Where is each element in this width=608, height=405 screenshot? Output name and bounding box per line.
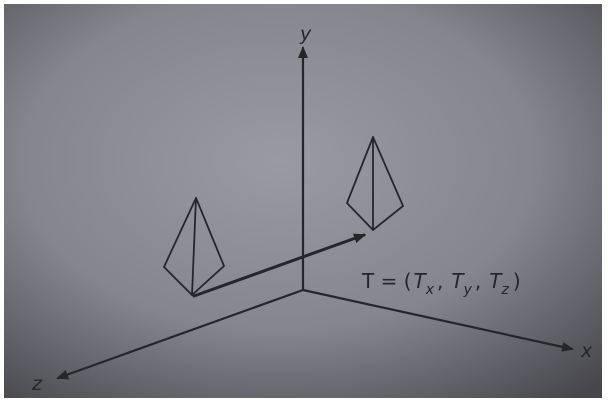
original-object: [163, 197, 225, 296]
tz-subscript: z: [500, 282, 509, 298]
tx-subscript: x: [425, 282, 435, 298]
y-axis-label: y: [299, 23, 312, 45]
x-axis: [301, 288, 574, 352]
tz-base: T: [489, 269, 503, 293]
separator-2: ,: [475, 269, 481, 293]
svg-text:T = (Tx,Ty,Tz): T = (Tx,Ty,Tz): [326, 269, 549, 298]
x-axis-label: x: [580, 340, 593, 362]
ty-subscript: y: [463, 282, 473, 298]
original-object-edge: [191, 197, 197, 296]
z-axis: [56, 288, 305, 380]
z-axis-label: z: [31, 373, 43, 395]
ty-base: T: [451, 269, 465, 293]
tx-base: T: [414, 269, 428, 293]
coordinate-axes: [56, 46, 574, 380]
translation-vector-arrow: [192, 233, 366, 298]
translation-equation: T = (Tx,Ty,Tz): [326, 269, 549, 298]
separator-1: ,: [437, 269, 443, 293]
equation-prefix: T = (: [361, 269, 412, 293]
equation-suffix: ): [513, 269, 521, 293]
translated-object: [346, 136, 404, 231]
